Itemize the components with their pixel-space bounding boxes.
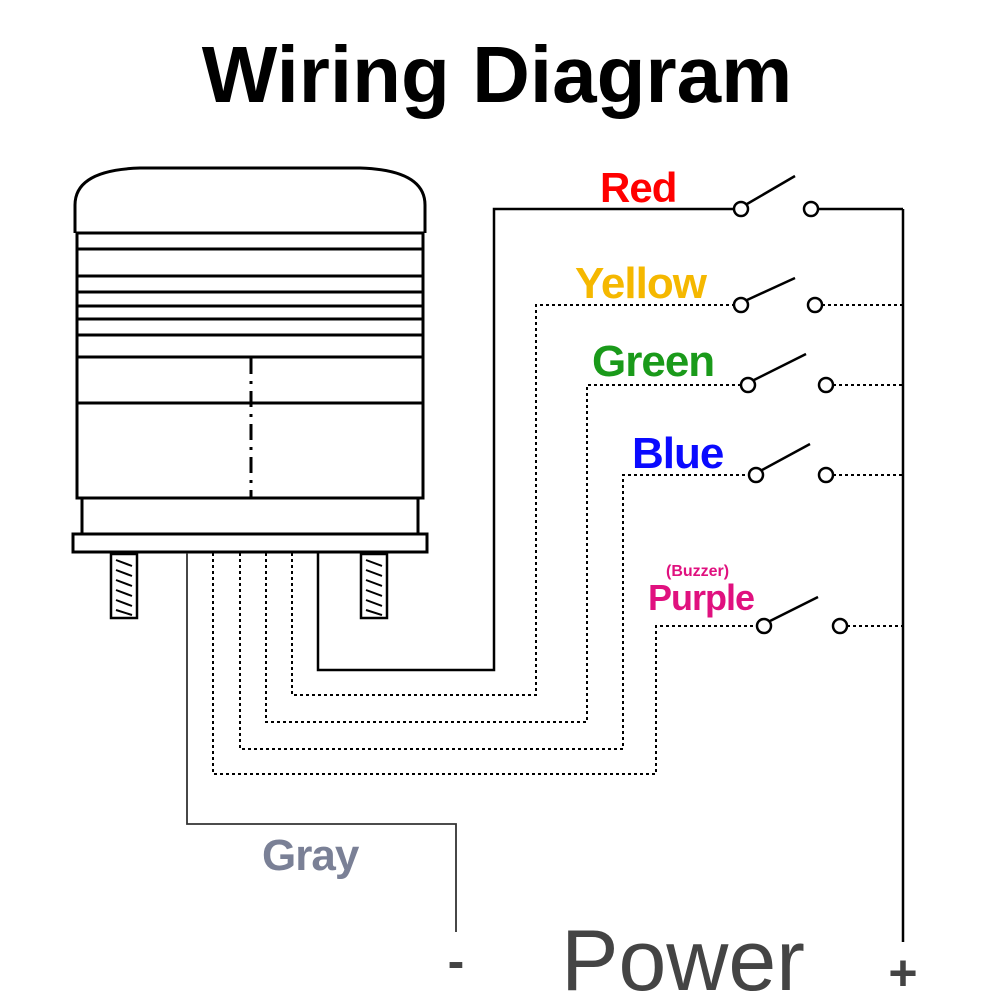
purple-note: (Buzzer) [666,563,729,580]
unit-band [75,231,425,251]
base-plate [71,532,429,554]
unit-band [75,317,425,337]
yellow-switch [732,276,824,314]
yellow-label: Yellow [575,259,708,308]
page-title: Wiring Diagram [202,30,792,119]
blue-label: Blue [632,429,723,478]
mounting-bolt [109,552,139,620]
green-wire [265,384,742,723]
lamp-section [75,401,425,500]
unit-band [75,274,425,294]
unit-band [75,247,425,278]
purple-label: Purple [648,577,754,618]
wiring [186,207,905,942]
power-label: Power [561,913,805,1000]
red-switch [732,174,820,218]
unit-band [75,304,425,321]
mounting-bolt [359,552,389,620]
green-switch [739,352,835,394]
unit-band [75,333,425,359]
power-negative-label: - [448,933,465,989]
gray-label: Gray [262,831,360,880]
base-section [80,496,420,536]
blue-switch [747,442,835,484]
purple-switch [755,595,849,635]
signal-light-unit [71,166,429,620]
switches [732,174,849,635]
blue-wire [239,474,750,750]
yellow-wire [291,304,735,696]
red-wire [316,207,735,672]
unit-band [75,290,425,308]
gray-wire [186,553,457,932]
dome-cap [73,166,427,233]
green-label: Green [592,337,714,386]
red-label: Red [600,164,676,211]
power-positive-label: + [888,945,917,1000]
